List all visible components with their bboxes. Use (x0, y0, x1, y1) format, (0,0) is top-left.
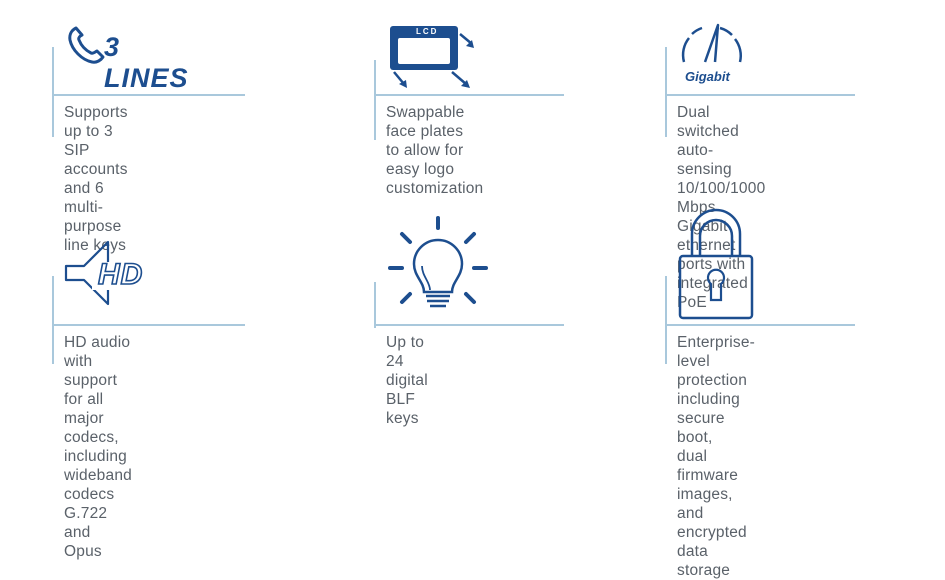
divider-horizontal (374, 94, 564, 96)
divider-vertical (665, 276, 667, 364)
divider-horizontal (665, 324, 855, 326)
feature-description: HD audio with support for all major code… (64, 334, 132, 560)
feature-description: Enterprise-level protection including se… (677, 334, 756, 579)
phone-icon (68, 26, 105, 64)
divider-vertical (52, 276, 54, 364)
hd-speaker-icon (64, 240, 148, 306)
gigabit-label: Gigabit (685, 69, 730, 84)
divider-vertical (52, 47, 54, 137)
divider-vertical (374, 282, 376, 328)
feature-description: Swappable face plates to allow for easy … (386, 104, 484, 197)
feature-description: Dual switched auto- sensing 10/100/1000 … (677, 104, 766, 311)
divider-vertical (374, 60, 376, 140)
lcd-faceplate-icon (390, 26, 474, 88)
feature-description: Up to 24 digital BLF keys (386, 334, 428, 427)
divider-horizontal (52, 324, 245, 326)
padlock-icon (678, 208, 754, 320)
divider-horizontal (52, 94, 245, 96)
divider-horizontal (665, 94, 855, 96)
hd-label: HD (97, 257, 144, 292)
lightbulb-icon (388, 216, 488, 308)
lcd-label: LCD (416, 27, 439, 36)
divider-vertical (665, 47, 667, 137)
gauge-icon (681, 23, 742, 63)
divider-horizontal (374, 324, 564, 326)
three-lines-label: 3 LINES (104, 32, 189, 93)
feature-description: Supports up to 3 SIP accounts and 6 mult… (64, 104, 128, 254)
